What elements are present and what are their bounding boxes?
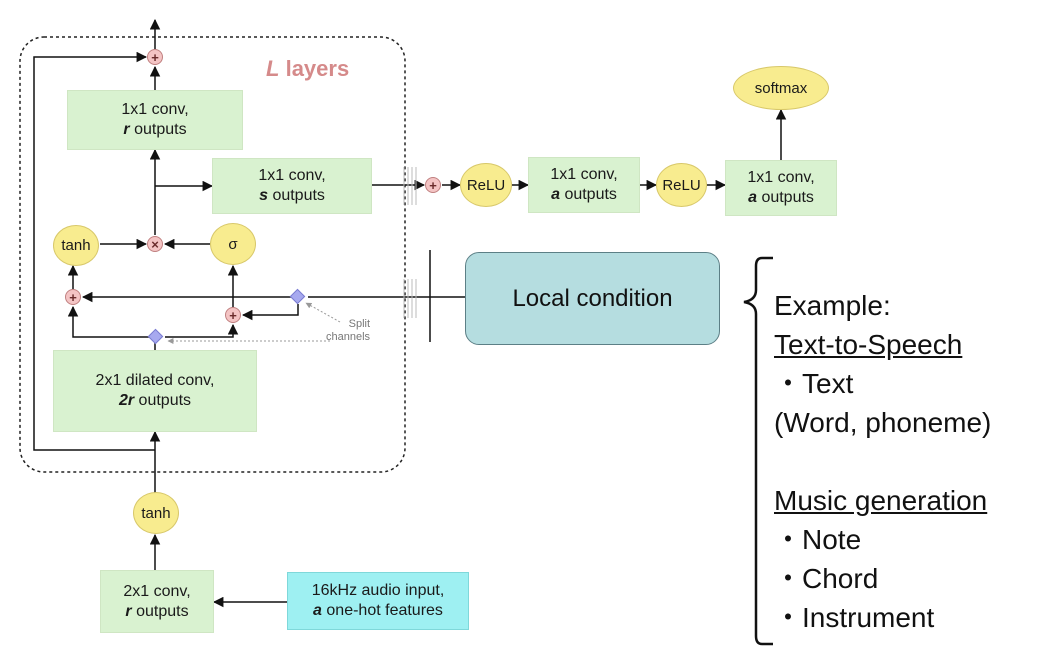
music-item: ・Chord	[774, 563, 879, 594]
add-op-left: +	[65, 289, 81, 305]
conv-1x1-s-outputs: 1x1 conv, s outputs	[212, 158, 372, 214]
music-title: Music generation	[774, 485, 988, 516]
example-list: Example: Text-to-Speech ・Text (Word, pho…	[774, 286, 991, 637]
audio-input: 16kHz audio input, a one-hot features	[287, 572, 469, 630]
music-item: ・Instrument	[774, 602, 935, 633]
local-condition-box: Local condition	[465, 252, 720, 345]
multiply-op: ×	[147, 236, 163, 252]
conv-2x1-r-outputs-bottom: 2x1 conv, r outputs	[100, 570, 214, 633]
layers-label: L layers	[266, 56, 350, 81]
spacer	[774, 442, 991, 481]
dilated-conv-2r-outputs: 2x1 dilated conv, 2r outputs	[53, 350, 257, 432]
relu-node-2: ReLU	[656, 163, 707, 207]
conv-1x1-a-outputs-1: 1x1 conv, a outputs	[528, 157, 640, 213]
sigma-node: σ	[210, 223, 256, 265]
add-op-head: +	[425, 177, 441, 193]
tts-item: (Word, phoneme)	[774, 407, 992, 438]
conv-1x1-r-outputs-top: 1x1 conv, r outputs	[67, 90, 243, 150]
stack-marks	[403, 167, 417, 318]
tanh-node-inner: tanh	[53, 225, 99, 266]
example-brace	[743, 256, 773, 646]
music-item: ・Note	[774, 524, 862, 555]
conv-1x1-a-outputs-2: 1x1 conv, a outputs	[725, 160, 837, 216]
example-heading: Example:	[774, 290, 891, 321]
softmax-node: softmax	[733, 66, 829, 110]
tts-title: Text-to-Speech	[774, 329, 963, 360]
tanh-node-bottom: tanh	[133, 492, 179, 534]
add-op-right: +	[225, 307, 241, 323]
layer-stack-frame	[19, 36, 406, 473]
tts-item: ・Text	[774, 368, 854, 399]
add-op-top: +	[147, 49, 163, 65]
relu-node-1: ReLU	[460, 163, 512, 207]
